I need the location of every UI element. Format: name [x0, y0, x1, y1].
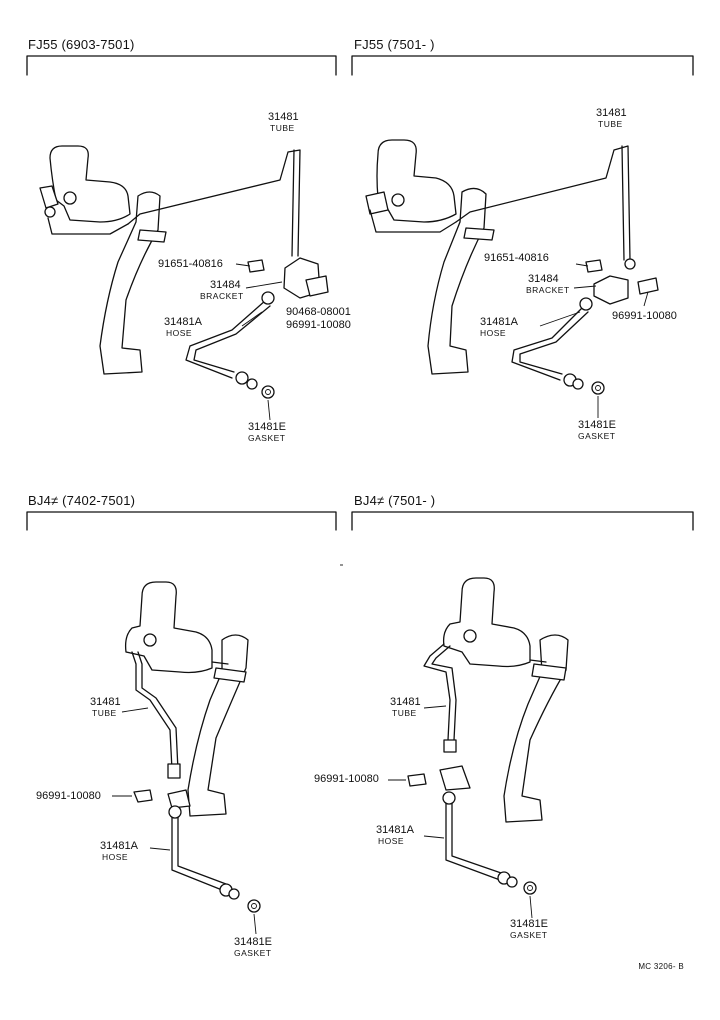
hose-label: HOSE — [480, 328, 507, 338]
hose-label: HOSE — [102, 852, 129, 862]
brake-tube — [131, 651, 173, 771]
gasket — [247, 899, 261, 913]
hose-label: HOSE — [166, 328, 193, 338]
brake-tube — [127, 149, 301, 257]
flex-hose — [171, 811, 223, 891]
bracket-part-number: 31484 — [210, 279, 241, 291]
bracket — [439, 765, 471, 791]
gasket-part-number: 31481E — [234, 936, 272, 948]
gasket-label: GASKET — [248, 433, 286, 443]
hose-part-number: 31481A — [480, 316, 518, 328]
master-cylinder — [124, 581, 213, 674]
tube-label: TUBE — [598, 119, 623, 129]
panel-1-assembly — [39, 145, 329, 421]
tube-label: TUBE — [392, 708, 417, 718]
gasket — [261, 385, 275, 399]
clip-part-number: 96991-10080 — [36, 790, 101, 802]
master-cylinder — [376, 139, 457, 223]
panel-bracket-2 — [351, 55, 694, 76]
bracket — [167, 789, 191, 809]
panel-title: FJ55 (7501- ) — [354, 37, 435, 52]
hose-part-number: 31481A — [376, 824, 414, 836]
flex-hose — [511, 305, 585, 381]
brake-tube — [455, 145, 631, 261]
tube-part-number: 31481 — [268, 111, 299, 123]
panel-title: BJ4≠ (7402-7501) — [28, 493, 136, 508]
panel-4-assembly — [388, 577, 569, 919]
gasket-label: GASKET — [234, 948, 272, 958]
master-cylinder — [49, 145, 131, 223]
clip-part-number-b: 96991-10080 — [286, 319, 351, 331]
panel-title: FJ55 (6903-7501) — [28, 37, 135, 52]
hose-part-number: 31481A — [164, 316, 202, 328]
gasket — [591, 381, 605, 395]
clip-part-number: 96991-10080 — [612, 310, 677, 322]
bracket-label: BRACKET — [200, 291, 244, 301]
panel-bracket-3 — [26, 511, 337, 531]
gasket-part-number: 31481E — [510, 918, 548, 930]
flex-hose — [445, 797, 501, 881]
tube-part-number: 31481 — [596, 107, 627, 119]
bracket — [593, 275, 629, 305]
bracket-label: BRACKET — [526, 285, 570, 295]
gasket-part-number: 31481E — [248, 421, 286, 433]
bracket-part-number: 31484 — [528, 273, 559, 285]
tube-part-number: 31481 — [90, 696, 121, 708]
panel-2-assembly — [365, 139, 659, 418]
bolt-part-number: 91651-40816 — [158, 258, 223, 270]
flex-hose — [185, 299, 267, 379]
pedal-arm — [503, 634, 569, 823]
bolt-part-number: 91651-40816 — [484, 252, 549, 264]
hose-label: HOSE — [378, 836, 405, 846]
brake-tube — [423, 643, 451, 741]
gasket-label: GASKET — [510, 930, 548, 940]
gasket — [523, 881, 537, 895]
panel-bracket-4 — [351, 511, 694, 531]
clip-part-number: 96991-10080 — [314, 773, 379, 785]
panel-3-assembly — [112, 581, 261, 935]
hose-part-number: 31481A — [100, 840, 138, 852]
tube-label: TUBE — [92, 708, 117, 718]
tube-label: TUBE — [270, 123, 295, 133]
panel-title: BJ4≠ (7501- ) — [354, 493, 436, 508]
clip-part-number-a: 90468-08001 — [286, 306, 351, 318]
panel-bracket-1 — [26, 55, 337, 76]
diagram-code: MC 3206- B — [638, 962, 684, 971]
tube-part-number: 31481 — [390, 696, 421, 708]
master-cylinder — [442, 577, 531, 668]
gasket-label: GASKET — [578, 431, 616, 441]
gasket-part-number: 31481E — [578, 419, 616, 431]
